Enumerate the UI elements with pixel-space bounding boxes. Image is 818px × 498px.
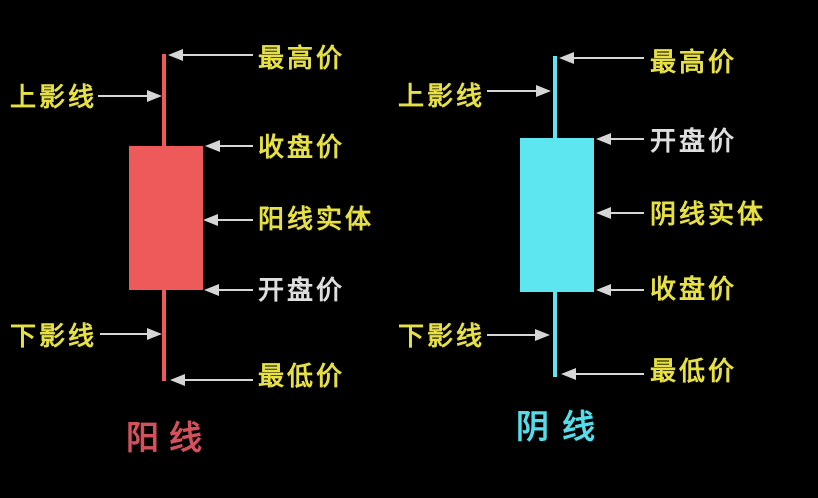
arrow-bullish-body bbox=[203, 213, 253, 227]
label-highest-price: 最高价 bbox=[258, 44, 346, 74]
label-lowest-price: 最低价 bbox=[258, 362, 346, 392]
label-close-price: 收盘价 bbox=[650, 275, 738, 305]
arrowhead-left-icon bbox=[561, 368, 576, 380]
arrow-open-price bbox=[596, 132, 644, 146]
bearish-caption: 阴线 bbox=[516, 407, 608, 446]
arrow-lowest-price bbox=[561, 367, 644, 381]
arrow-line bbox=[611, 289, 644, 291]
label-open-price: 开盘价 bbox=[650, 127, 738, 157]
arrowhead-left-icon bbox=[596, 133, 611, 145]
arrow-lowest-price bbox=[170, 373, 253, 387]
arrowhead-left-icon bbox=[559, 52, 574, 64]
arrow-line bbox=[185, 379, 253, 381]
arrow-line bbox=[220, 145, 253, 147]
arrow-upper-shadow bbox=[487, 84, 551, 98]
arrowhead-left-icon bbox=[596, 284, 611, 296]
label-close-price: 收盘价 bbox=[258, 133, 346, 163]
bearish-candle-body bbox=[520, 138, 594, 292]
arrowhead-right-icon bbox=[535, 329, 550, 341]
arrow-line bbox=[218, 219, 253, 221]
bullish-caption: 阳线 bbox=[126, 418, 212, 457]
label-open-price: 开盘价 bbox=[258, 276, 346, 306]
label-lowest-price: 最低价 bbox=[650, 357, 738, 387]
arrow-upper-shadow bbox=[98, 89, 162, 103]
arrowhead-left-icon bbox=[168, 49, 183, 61]
arrow-line bbox=[98, 95, 147, 97]
arrowhead-left-icon bbox=[203, 214, 218, 226]
arrow-open-price bbox=[204, 283, 253, 297]
arrowhead-right-icon bbox=[536, 85, 551, 97]
arrow-close-price bbox=[596, 283, 644, 297]
label-highest-price: 最高价 bbox=[650, 48, 738, 78]
arrowhead-left-icon bbox=[205, 140, 220, 152]
arrow-line bbox=[219, 289, 253, 291]
label-bearish-body: 阴线实体 bbox=[650, 200, 767, 230]
arrow-highest-price bbox=[559, 51, 644, 65]
arrow-highest-price bbox=[168, 48, 253, 62]
arrow-lower-shadow bbox=[100, 327, 162, 341]
arrow-line bbox=[611, 138, 644, 140]
label-lower-shadow: 下影线 bbox=[398, 322, 486, 352]
arrow-line bbox=[183, 54, 253, 56]
arrowhead-left-icon bbox=[596, 207, 611, 219]
label-bullish-body: 阳线实体 bbox=[258, 205, 375, 235]
arrow-line bbox=[487, 334, 535, 336]
arrow-line bbox=[100, 333, 147, 335]
arrow-lower-shadow bbox=[487, 328, 550, 342]
arrow-close-price bbox=[205, 139, 253, 153]
arrow-line bbox=[487, 90, 536, 92]
label-upper-shadow: 上影线 bbox=[398, 82, 486, 112]
bullish-candle-body bbox=[129, 146, 203, 290]
arrowhead-left-icon bbox=[170, 374, 185, 386]
arrow-line bbox=[611, 212, 644, 214]
arrowhead-right-icon bbox=[147, 90, 162, 102]
label-lower-shadow: 下影线 bbox=[10, 322, 98, 352]
arrow-line bbox=[576, 373, 644, 375]
label-upper-shadow: 上影线 bbox=[10, 83, 98, 113]
arrow-bearish-body bbox=[596, 206, 644, 220]
arrow-line bbox=[574, 57, 644, 59]
arrowhead-left-icon bbox=[204, 284, 219, 296]
arrowhead-right-icon bbox=[147, 328, 162, 340]
